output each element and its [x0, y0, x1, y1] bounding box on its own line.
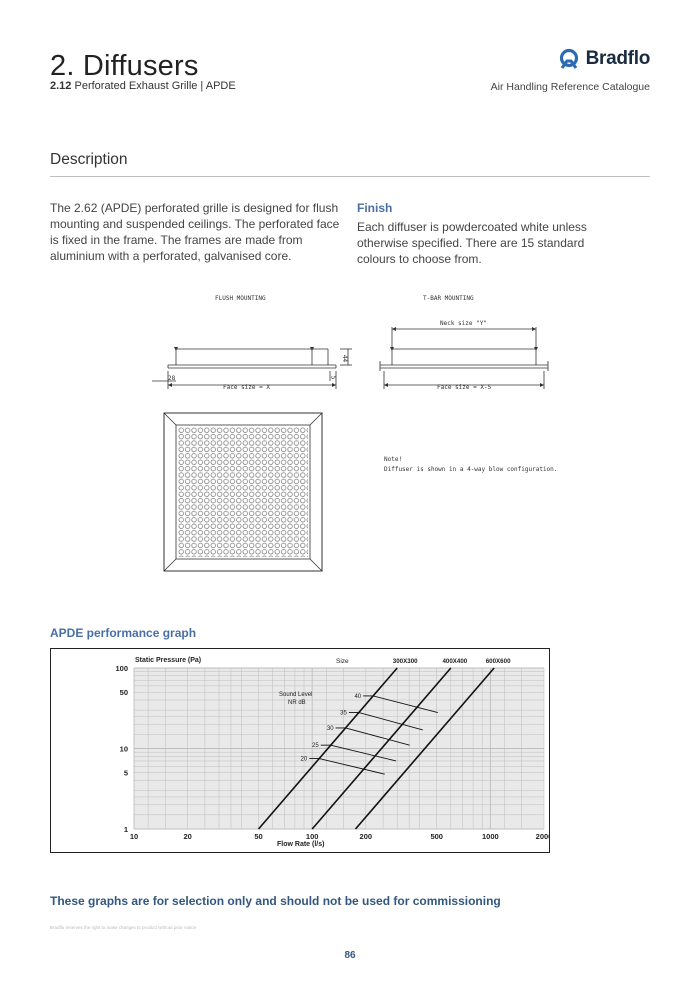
disclaimer-text: These graphs are for selection only and … [50, 894, 501, 908]
series-line [354, 667, 495, 830]
tbar-mounting-label: T-BAR MOUNTING [423, 295, 474, 302]
y-tick-label: 5 [124, 769, 128, 778]
x-tick-label: 1000 [482, 832, 499, 841]
nr-line [358, 712, 423, 731]
dim-44-label: 44 [341, 354, 349, 363]
x-tick-label: 200 [360, 832, 373, 841]
x-tick-label: 100 [306, 832, 319, 841]
subtitle-text: Perforated Exhaust Grille | APDE [74, 80, 236, 92]
divider [50, 176, 650, 177]
series-label: 600X600 [486, 658, 511, 665]
neck-size-label: Neck size "Y" [440, 320, 487, 327]
finish-heading: Finish [357, 201, 393, 215]
y-tick-label: 100 [115, 664, 128, 673]
dim-5-label: 5 [329, 375, 337, 380]
size-label: Size [336, 658, 349, 665]
x-tick-label: 500 [430, 832, 443, 841]
dim-28-label: 28 [168, 375, 176, 382]
grille-inner-frame [175, 424, 311, 560]
nr-db-label: NR dB [288, 700, 306, 706]
series-line [257, 667, 398, 830]
x-tick-label: 20 [183, 832, 191, 841]
nr-label: 20 [301, 757, 308, 763]
series-label: 300X300 [393, 658, 418, 665]
nr-label: 40 [354, 694, 361, 700]
description-text: The 2.62 (APDE) perforated grille is des… [50, 201, 340, 263]
grille-outer-frame [163, 412, 323, 572]
nr-line [373, 695, 438, 713]
brand-logo: Bradflo [558, 48, 650, 70]
nr-line [319, 758, 385, 775]
graph-frame [50, 648, 550, 853]
x-tick-label: 10 [130, 832, 138, 841]
section-title: Description [50, 151, 128, 168]
face-size-x5-label: Face size = X-5 [437, 384, 492, 391]
y-tick-label: 10 [120, 745, 128, 754]
catalogue-name: Air Handling Reference Catalogue [490, 81, 650, 93]
graph-heading: APDE performance graph [50, 626, 197, 640]
flush-mounting-label: FLUSH MOUNTING [215, 295, 266, 302]
nr-line [345, 727, 410, 746]
page-subtitle: 2.12 Perforated Exhaust Grille | APDE [50, 80, 236, 92]
nr-line [330, 744, 397, 762]
series-label: 400X400 [442, 658, 467, 665]
x-axis-label: Flow Rate (l/s) [277, 841, 324, 848]
nr-label: 35 [340, 711, 347, 717]
x-tick-label: 2000 [536, 832, 550, 841]
sound-level-label: Sound Level [279, 692, 312, 698]
fine-print: Bradflo reserves the right to make chang… [50, 925, 197, 930]
nr-label: 25 [312, 743, 319, 749]
series-line [311, 667, 452, 830]
y-tick-label: 1 [124, 825, 128, 834]
note-text: Diffuser is shown in a 4-way blow config… [384, 466, 558, 473]
x-tick-label: 50 [254, 832, 262, 841]
face-size-x-label: Face size = X [223, 384, 270, 391]
y-tick-label: 50 [120, 688, 128, 697]
performance-chart: 100 50 10 5 1 10 20 50 100 200 500 1000 2000 300X300… [115, 657, 550, 848]
note-title: Note! [384, 456, 403, 463]
brand-name: Bradflo [585, 48, 651, 69]
page-title: 2. Diffusers [50, 50, 199, 82]
page-number: 86 [344, 950, 356, 961]
perforated-face [178, 427, 308, 557]
y-axis-label: Static Pressure (Pa) [135, 657, 201, 664]
technical-drawings [152, 327, 549, 572]
bradflo-logo-icon [559, 48, 578, 69]
nr-label: 30 [327, 726, 334, 732]
subtitle-number: 2.12 [50, 80, 72, 92]
finish-text: Each diffuser is powdercoated white unle… [357, 220, 587, 266]
